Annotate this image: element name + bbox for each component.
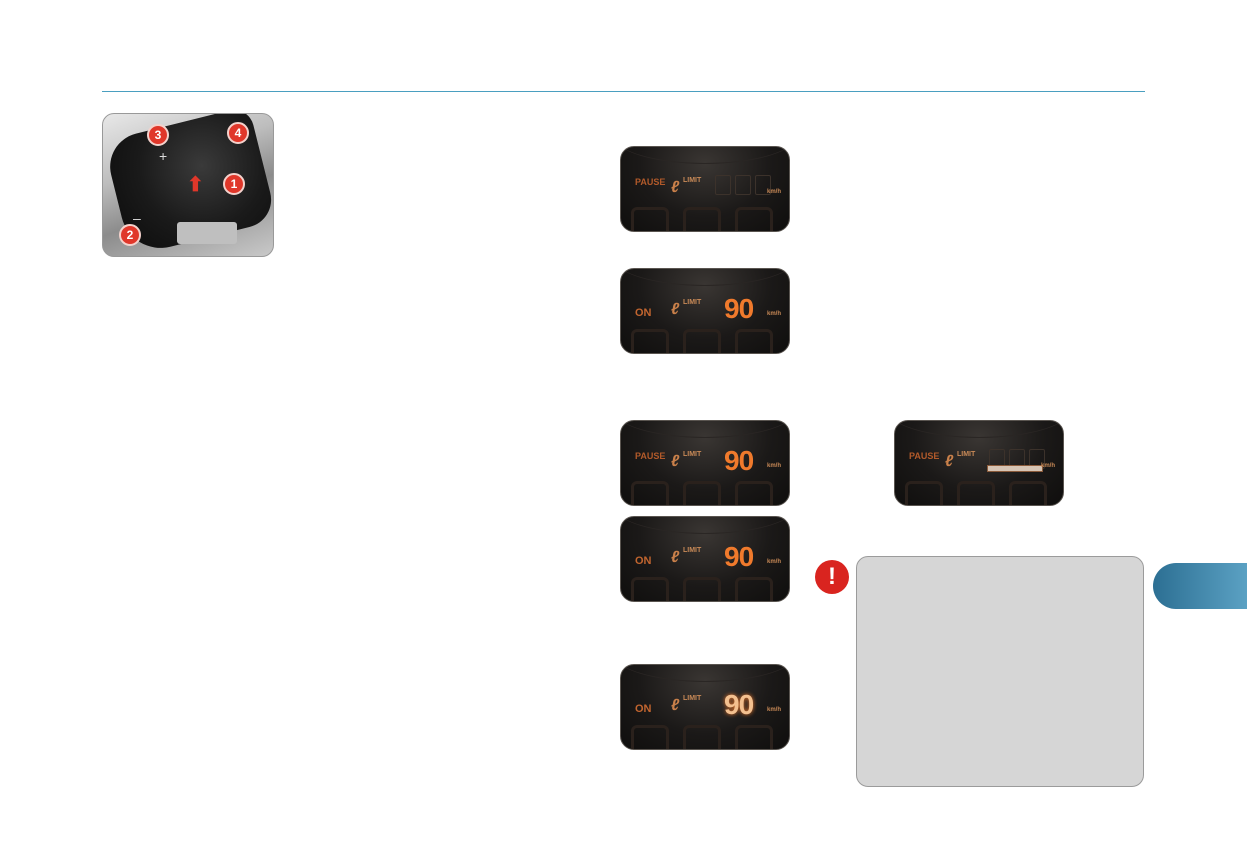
display-speed: 90 xyxy=(724,293,754,324)
speed-limiter-icon: ℓ xyxy=(671,453,680,470)
display-speed: 90 xyxy=(724,689,754,720)
display-unit: km/h xyxy=(767,189,782,195)
exclamation-icon: ! xyxy=(815,560,849,594)
display-pause-dashes: PAUSE ℓ LIMIT km/h xyxy=(894,420,1064,506)
dash-bar xyxy=(987,465,1043,472)
callout-3: 3 xyxy=(147,124,169,146)
display-state: PAUSE xyxy=(635,451,666,461)
display-speed: 90 xyxy=(724,445,754,476)
display-limit-label: LIMIT xyxy=(957,451,976,458)
speed-limiter-icon: ℓ xyxy=(671,301,680,318)
speed-limiter-icon: ℓ xyxy=(671,697,680,714)
chapter-tab[interactable] xyxy=(1153,563,1247,609)
steering-control-photo: + – ⬆ 1 2 3 4 xyxy=(102,113,274,257)
minus-sign: – xyxy=(133,210,141,226)
display-unit: km/h xyxy=(1041,463,1056,469)
callout-1: 1 xyxy=(223,173,245,195)
display-speed: 90 xyxy=(724,541,754,572)
empty-speed-boxes xyxy=(715,175,771,195)
display-pause-empty: PAUSE ℓ LIMIT km/h xyxy=(620,146,790,232)
display-unit: km/h xyxy=(767,707,782,713)
header-rule xyxy=(102,91,1145,92)
display-limit-label: LIMIT xyxy=(683,299,702,306)
display-unit: km/h xyxy=(767,311,782,317)
display-state: ON xyxy=(635,307,652,319)
plus-sign: + xyxy=(159,148,168,164)
display-pause-90: PAUSE ℓ LIMIT 90 km/h xyxy=(620,420,790,506)
display-on-90-flashing: ON ℓ LIMIT 90 km/h xyxy=(620,664,790,750)
callout-2: 2 xyxy=(119,224,141,246)
speed-limiter-icon: ℓ xyxy=(945,453,954,470)
display-limit-label: LIMIT xyxy=(683,451,702,458)
up-arrow-icon: ⬆ xyxy=(187,174,204,196)
display-limit-label: LIMIT xyxy=(683,177,702,184)
display-state: ON xyxy=(635,703,652,715)
control-label-plate xyxy=(177,222,237,244)
speed-limiter-icon: ℓ xyxy=(671,179,680,196)
display-unit: km/h xyxy=(767,463,782,469)
display-state: ON xyxy=(635,555,652,567)
display-on-90: ON ℓ LIMIT 90 km/h xyxy=(620,268,790,354)
display-limit-label: LIMIT xyxy=(683,695,702,702)
callout-4: 4 xyxy=(227,122,249,144)
display-limit-label: LIMIT xyxy=(683,547,702,554)
display-state: PAUSE xyxy=(635,177,666,187)
display-unit: km/h xyxy=(767,559,782,565)
warning-box xyxy=(856,556,1144,787)
display-on-90-second: ON ℓ LIMIT 90 km/h xyxy=(620,516,790,602)
display-state: PAUSE xyxy=(909,451,940,461)
speed-limiter-icon: ℓ xyxy=(671,549,680,566)
